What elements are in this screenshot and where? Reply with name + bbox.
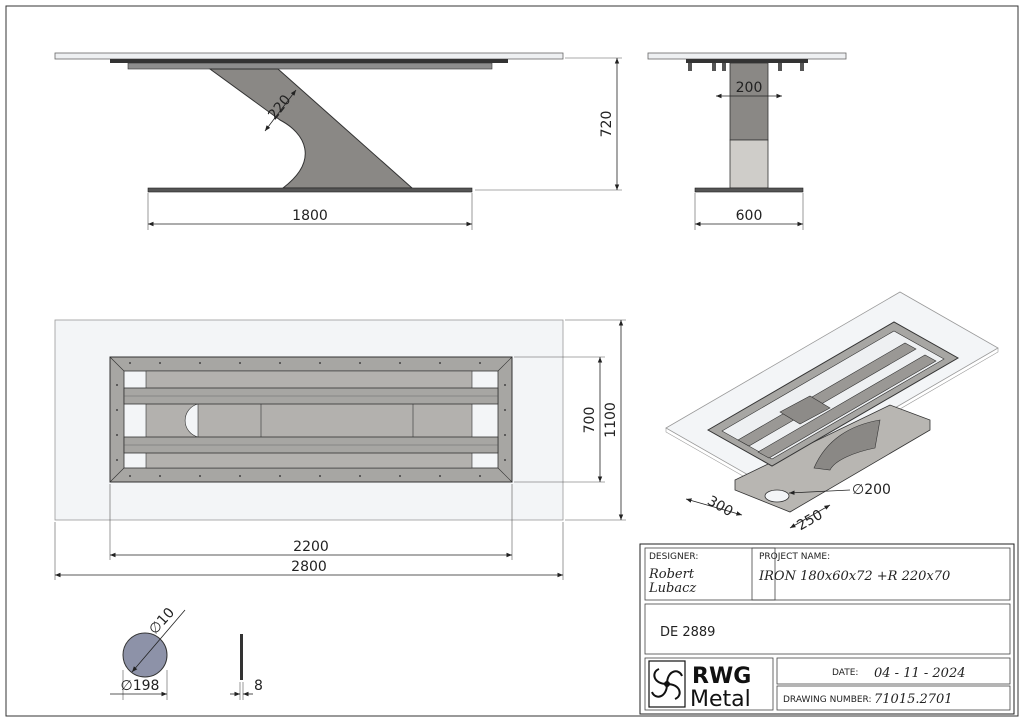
- dim-top-frame-depth: 700: [582, 407, 598, 434]
- plate-section: [240, 634, 243, 680]
- project-name: IRON 180x60x72 +R 220x70: [758, 569, 950, 584]
- logo-rwg: RWG: [692, 664, 751, 689]
- dim-iso-a: 300: [704, 493, 735, 520]
- title-block: DESIGNER: Robert Lubacz PROJECT NAME: IR…: [639, 543, 1015, 715]
- dim-disc-hole: ∅10: [146, 605, 178, 638]
- dim-front-leg: 200: [736, 80, 763, 96]
- designer-name-last: Lubacz: [648, 581, 696, 596]
- dim-top-glass: 2800: [291, 559, 327, 575]
- designer-label: DESIGNER:: [649, 552, 698, 562]
- dim-iso-hole: ∅200: [852, 482, 891, 498]
- designer-name-first: Robert: [648, 567, 695, 582]
- disc-plate: [122, 632, 168, 678]
- dim-disc-diameter: ∅198: [121, 678, 160, 694]
- logo-metal: Metal: [690, 687, 751, 712]
- side-leg: [208, 68, 414, 189]
- dim-top-glass-depth: 1100: [603, 402, 619, 438]
- side-glass-top: [54, 52, 564, 60]
- sheet-border: [5, 5, 1019, 717]
- drawing-number-value: 71015.2701: [874, 692, 953, 707]
- side-view: 220 1800 720: [54, 52, 622, 230]
- rwg-logo-icon: [648, 660, 686, 708]
- front-leg: [729, 62, 769, 141]
- date-value: 04 - 11 - 2024: [874, 666, 965, 681]
- drawing-code: DE 2889: [660, 625, 715, 640]
- drawing-number-label: DRAWING NUMBER:: [783, 695, 872, 705]
- isometric-view: ∅200 300 250: [665, 291, 999, 534]
- dim-side-height: 720: [599, 111, 615, 138]
- thickness-detail: 8: [230, 634, 263, 700]
- disc-detail: ∅10 ∅198: [110, 605, 186, 700]
- dim-plate-thickness: 8: [254, 678, 263, 694]
- side-frame-lower: [127, 62, 493, 70]
- front-base-plate: [694, 187, 804, 193]
- side-base-plate: [147, 187, 473, 193]
- side-frame: [110, 59, 508, 63]
- front-view: 200 600: [647, 52, 847, 230]
- date-label: DATE:: [832, 668, 858, 678]
- dim-front-width: 600: [736, 208, 763, 224]
- dim-side-width: 1800: [292, 208, 328, 224]
- top-view: 700 1100 2200 2800: [54, 319, 626, 580]
- dim-iso-b: 250: [794, 507, 825, 534]
- project-label: PROJECT NAME:: [759, 552, 830, 562]
- dim-top-frame: 2200: [293, 539, 329, 555]
- front-glass-top: [647, 52, 847, 60]
